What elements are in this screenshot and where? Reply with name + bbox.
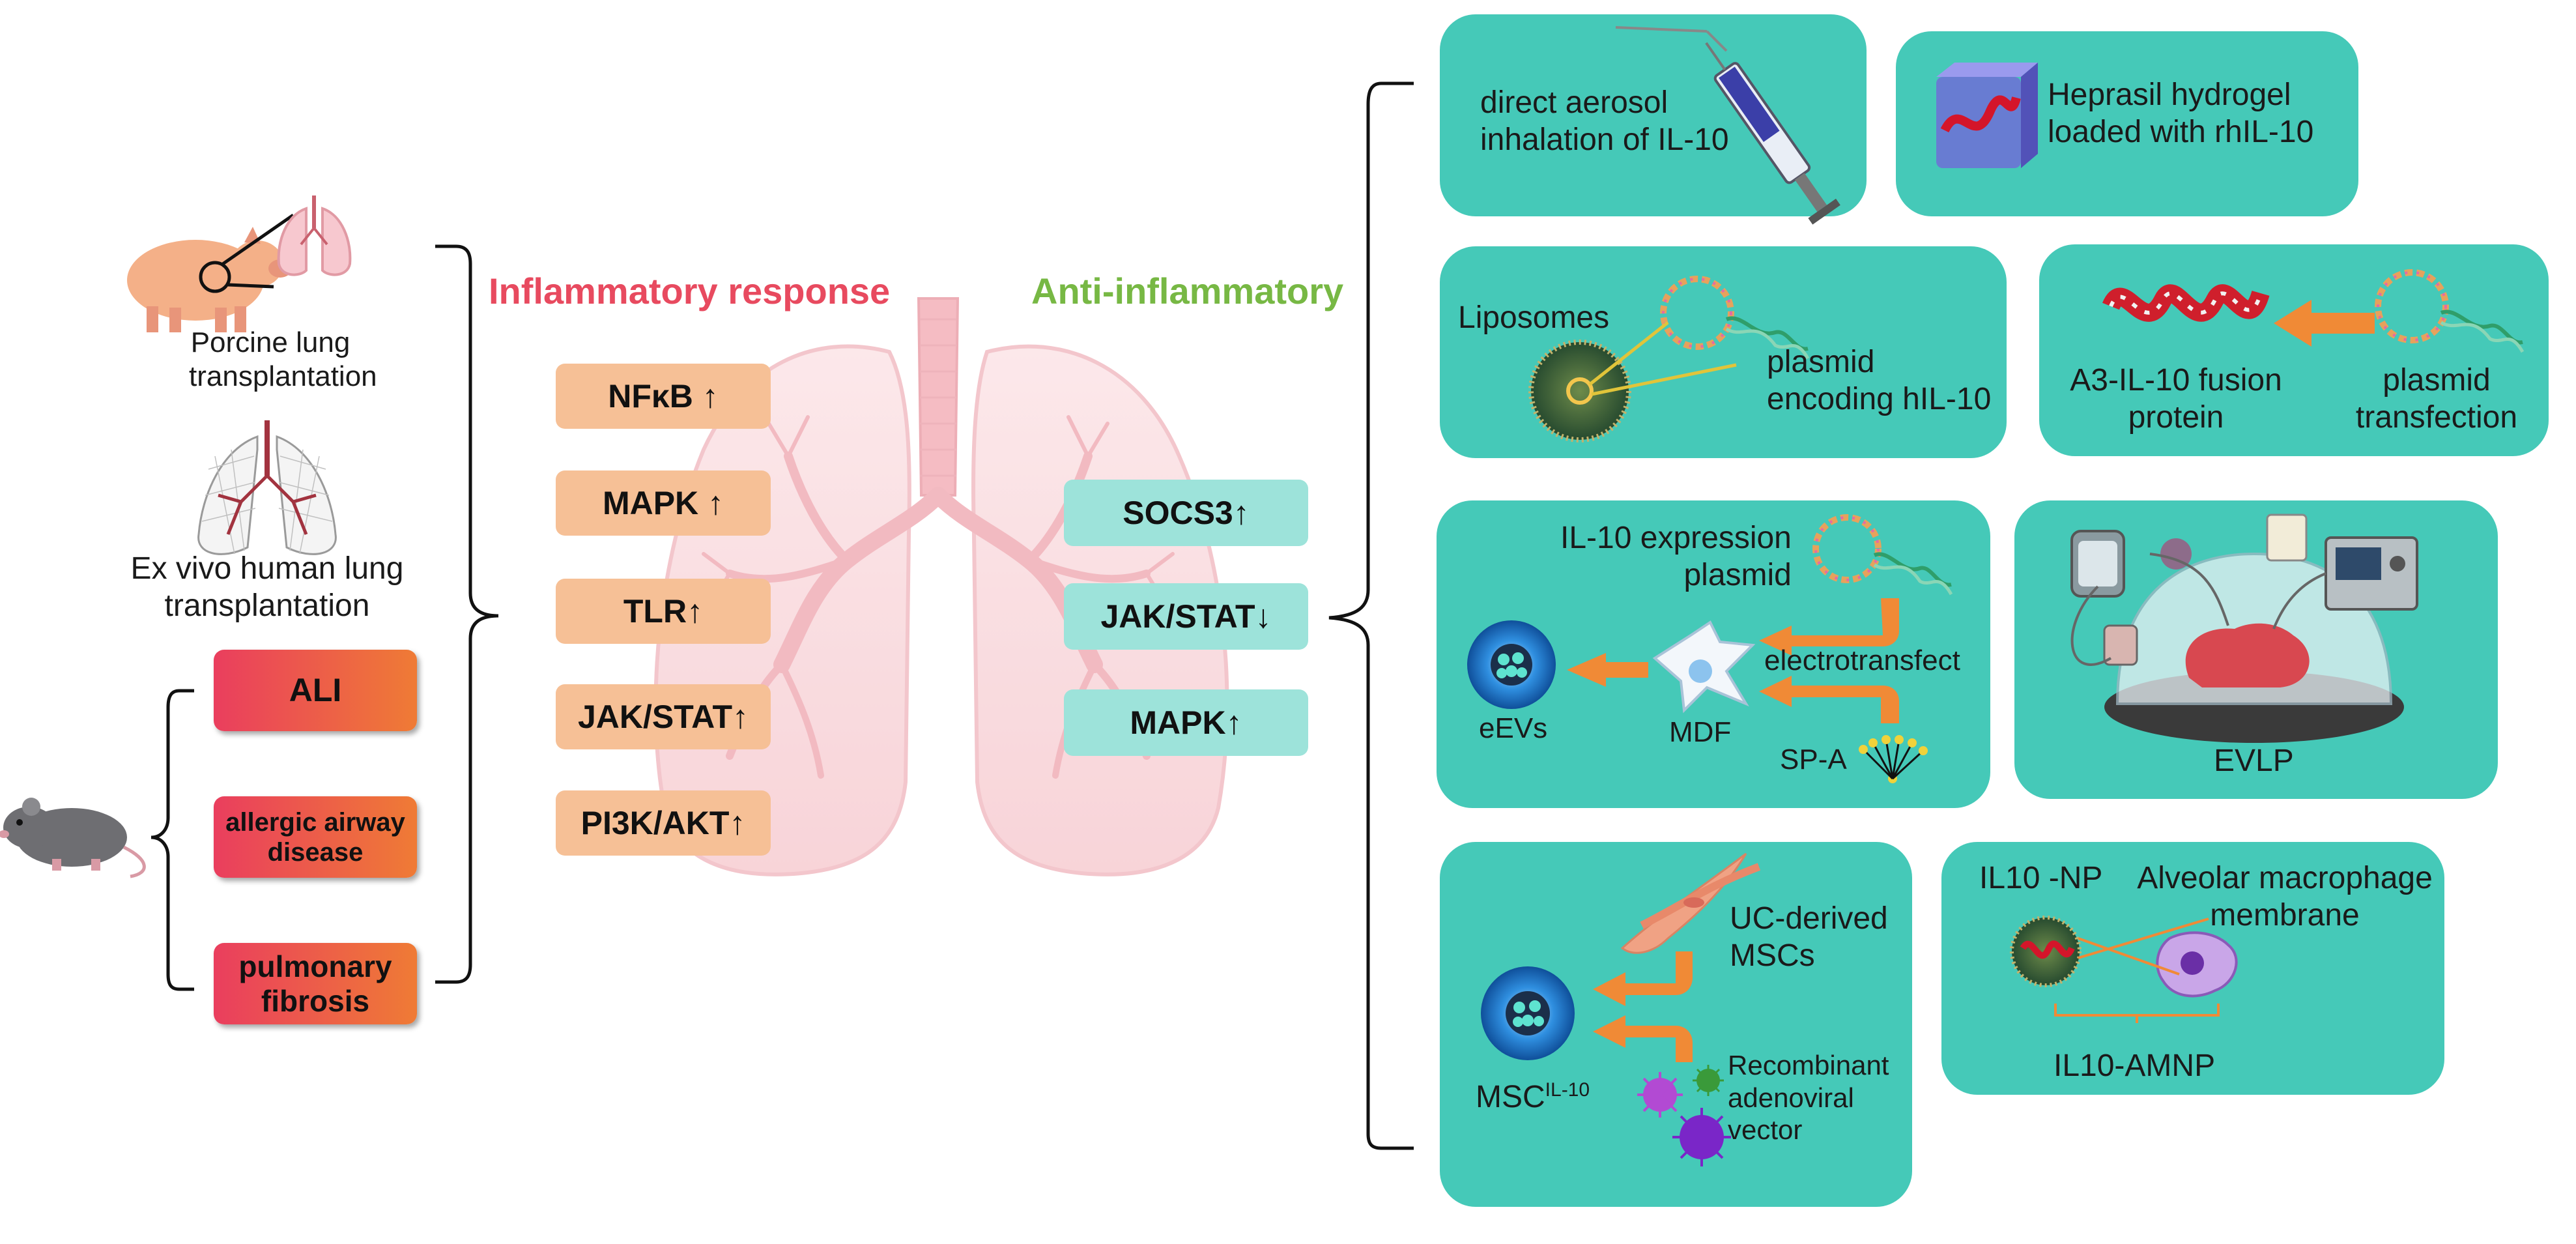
amnp-label: IL10-AMNP [2054, 1049, 2216, 1083]
alveolar-label: Alveolar macrophage membrane [2137, 861, 2433, 933]
anti-inflammatory-heading: Anti-inflammatory [1031, 270, 1344, 311]
msc-il10-base: MSC [1476, 1080, 1545, 1114]
evlp-label: EVLP [2214, 744, 2294, 778]
human-lung-icon [197, 420, 337, 555]
orange-arrows-msc [1593, 951, 1693, 1062]
ex-vivo-label: Ex vivo human lung transplantation [130, 551, 404, 623]
pathway-tlr: TLR↑ [556, 579, 771, 644]
aerosol-label: direct aerosol inhalation of IL-10 [1480, 85, 1729, 157]
orange-arrows-mdf [1567, 598, 1899, 723]
pathway-mapk-up: MAPK↑ [1064, 689, 1308, 756]
il10-expression-label: IL-10 expression plasmid [1560, 521, 1792, 592]
pathway-jak-stat-down: JAK/STAT↓ [1064, 583, 1308, 650]
card-aerosol [1440, 14, 1867, 216]
vesicle-icon-msc [1481, 966, 1575, 1060]
pathway-jak-stat: JAK/STAT↑ [556, 684, 771, 749]
liposomes-label: Liposomes [1458, 300, 1610, 335]
spa-label: SP-A [1780, 744, 1847, 775]
orange-arrow-1 [2274, 300, 2375, 347]
plasmid-transfection-label: plasmid transfection [2355, 363, 2518, 435]
plasmid-icon-3 [1812, 514, 1953, 596]
electrotransfect-label: electrotransfect [1764, 644, 1960, 676]
vesicle-icon-eevs [1467, 620, 1556, 709]
surfactant-icon [1859, 735, 1928, 783]
hydrogel-icon [1936, 63, 2038, 168]
disease-ali: ALI [214, 650, 417, 731]
plasmid-icon-2 [2375, 269, 2525, 353]
recombinant-label: Recombinant adenoviral vector [1728, 1050, 1889, 1146]
mdf-label: MDF [1669, 716, 1732, 748]
disease-allergic: allergic airway disease [214, 796, 417, 878]
disease-fibrosis: pulmonary fibrosis [214, 943, 417, 1024]
eevs-label: eEVs [1479, 712, 1548, 744]
porcine-lung-icon [277, 195, 352, 276]
pathway-nfkb: NFκB ↑ [556, 364, 771, 429]
virus-icon [1637, 1065, 1731, 1166]
porcine-label: Porcine lung transplantation [189, 326, 377, 392]
rat-icon [0, 798, 146, 878]
inflammatory-heading: Inflammatory response [489, 270, 891, 311]
nanoparticle-icon [2010, 916, 2082, 987]
uc-mscs-label: UC-derived MSCs [1730, 901, 1888, 973]
pathway-pi3k-akt: PI3K/AKT↑ [556, 790, 771, 856]
card-msc [1440, 842, 1912, 1207]
macrophage-icon [2156, 931, 2238, 998]
helix-protein-icon [2102, 284, 2270, 322]
a3-fusion-label: A3-IL-10 fusion protein [2070, 363, 2282, 435]
heprasil-label: Heprasil hydrogel loaded with rhIL-10 [2048, 78, 2314, 149]
il10-np-label: IL10 -NP [1979, 861, 2103, 895]
plasmid-hil10-label: plasmid encoding hIL-10 [1767, 345, 1992, 416]
liposome-icon [1528, 321, 1737, 442]
pathway-socs3: SOCS3↑ [1064, 480, 1308, 546]
bracket-lines [150, 81, 1414, 1150]
amnp-lines [2054, 918, 2220, 1023]
cell-icon-mdf [1652, 620, 1756, 714]
msc-il10-superscript: IL-10 [1545, 1079, 1590, 1101]
pig-icon [127, 213, 294, 332]
plasmid-icon-1 [1660, 276, 1810, 360]
msc-il10-label: MSCIL-10 [1476, 1078, 1590, 1116]
syringe-icon [1615, 26, 1840, 225]
pathway-mapk: MAPK ↑ [556, 470, 771, 536]
msc-cell-icon [1620, 852, 1761, 954]
evlp-machine-icon [2070, 514, 2418, 743]
